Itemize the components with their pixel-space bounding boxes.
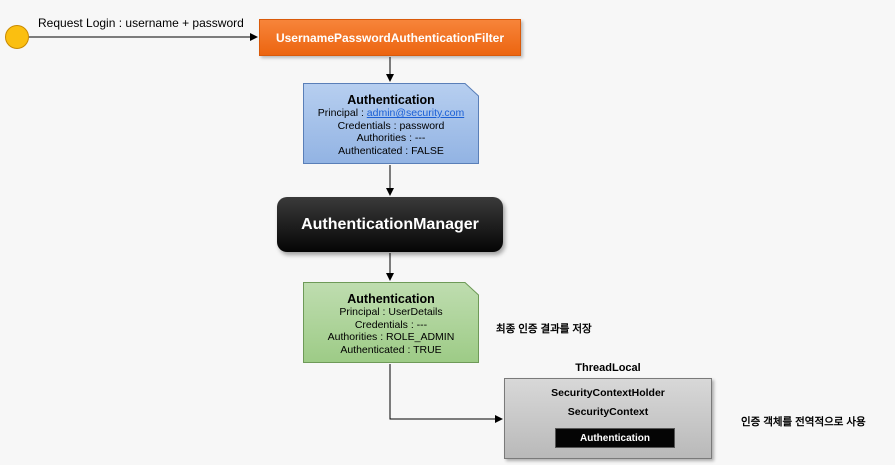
threadlocal-authentication-box: Authentication [555, 428, 675, 448]
security-context-holder-label: SecurityContextHolder [551, 387, 665, 399]
threadlocal-box: SecurityContextHolder SecurityContext Au… [504, 378, 712, 459]
security-context-label: SecurityContext [567, 406, 649, 418]
arrow-auth-after-to-threadlocal [389, 364, 503, 423]
note-save-result: 최종 인증 결과를 저장 [496, 323, 592, 335]
auth-before-title: Authentication [347, 93, 435, 107]
auth-after-credentials: Credentials : --- [354, 318, 428, 331]
auth-after-title: Authentication [347, 292, 435, 306]
filter-label: UsernamePasswordAuthenticationFilter [275, 30, 505, 45]
auth-before-authorities: Authorities : --- [356, 132, 426, 144]
auth-before-authenticated: Authenticated : FALSE [338, 144, 444, 157]
auth-before-credentials: Credentials : password [337, 119, 445, 132]
authentication-before-card: Authentication Principal : admin@securit… [303, 83, 479, 164]
start-circle [5, 25, 29, 49]
auth-before-principal-link[interactable]: admin@security.com [366, 107, 465, 119]
auth-after-principal: Principal : UserDetails [339, 306, 443, 318]
auth-after-authenticated: Authenticated : TRUE [340, 343, 442, 356]
threadlocal-authentication-label: Authentication [580, 432, 650, 444]
authentication-after-card: Authentication Principal : UserDetails C… [303, 282, 479, 363]
auth-before-principal: Principal : admin@security.com [303, 107, 479, 120]
threadlocal-title: ThreadLocal [575, 362, 641, 374]
request-login-label: Request Login : username + password [38, 16, 244, 30]
username-password-authentication-filter: UsernamePasswordAuthenticationFilter [259, 19, 521, 56]
authentication-manager: AuthenticationManager [277, 197, 503, 252]
auth-after-authorities: Authorities : ROLE_ADMIN [327, 331, 455, 343]
note-global-use: 인증 객체를 전역적으로 사용 [741, 416, 866, 428]
auth-before-principal-prefix: Principal : [317, 107, 367, 119]
manager-label: AuthenticationManager [301, 215, 479, 233]
